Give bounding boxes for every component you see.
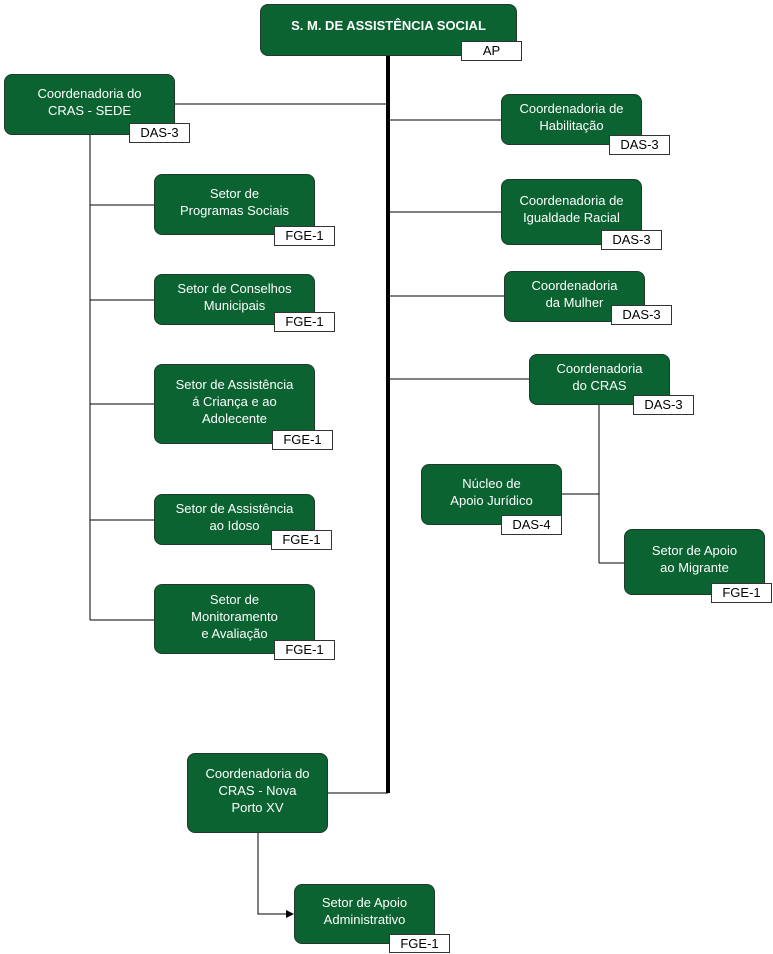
node-secretaria: S. M. DE ASSISTÊNCIA SOCIAL bbox=[260, 4, 517, 56]
node-conselhos-municipais-title: Setor de Conselhos Municipais bbox=[177, 280, 292, 313]
tag-apoio-migrante: FGE-1 bbox=[711, 583, 772, 603]
tag-assistencia-idoso: FGE-1 bbox=[271, 530, 332, 550]
node-apoio-administrativo-title: Setor de Apoio Administrativo bbox=[321, 895, 408, 927]
tag-crianca-adolecente: FGE-1 bbox=[272, 430, 333, 450]
node-crianca-adolecente-title: Setor de Assistência á Criança e ao Adol… bbox=[175, 376, 294, 426]
tag-cras-sede: DAS-3 bbox=[129, 123, 190, 143]
node-igualdade-racial-title: Coordenadoria de Igualdade Racial bbox=[519, 193, 624, 225]
node-programas-sociais-title: Setor de Programas Sociais bbox=[179, 185, 290, 218]
node-apoio-migrante: Setor de Apoio ao Migrante bbox=[624, 529, 765, 595]
tag-apoio-juridico: DAS-4 bbox=[501, 515, 562, 535]
node-cras-sede-title: Coordenadoria do CRAS - SEDE bbox=[37, 85, 142, 118]
node-programas-sociais: Setor de Programas Sociais bbox=[154, 174, 315, 235]
node-apoio-migrante-title: Setor de Apoio ao Migrante bbox=[651, 543, 738, 575]
node-igualdade-racial: Coordenadoria de Igualdade Racial bbox=[501, 179, 642, 245]
tag-conselhos-municipais: FGE-1 bbox=[274, 312, 335, 332]
node-apoio-juridico-title: Núcleo de Apoio Jurídico bbox=[450, 475, 533, 508]
tag-secretaria: AP bbox=[461, 41, 522, 61]
connector-administrativo bbox=[257, 833, 294, 918]
tag-igualdade-racial: DAS-3 bbox=[601, 230, 662, 250]
node-crianca-adolecente: Setor de Assistência á Criança e ao Adol… bbox=[154, 364, 315, 444]
tag-mulher: DAS-3 bbox=[611, 305, 672, 325]
node-habilitacao-title: Coordenadoria de Habilitação bbox=[519, 100, 624, 133]
node-habilitacao: Coordenadoria de Habilitação bbox=[501, 94, 642, 145]
node-secretaria-title: S. M. DE ASSISTÊNCIA SOCIAL bbox=[291, 17, 486, 33]
tag-habilitacao: DAS-3 bbox=[609, 135, 670, 155]
node-cras-nova-porto-title: Coordenadoria do CRAS - Nova Porto XV bbox=[205, 765, 310, 815]
node-apoio-juridico: Núcleo de Apoio Jurídico bbox=[421, 464, 562, 525]
tag-programas-sociais: FGE-1 bbox=[274, 226, 335, 246]
tag-monitoramento-avaliacao: FGE-1 bbox=[274, 640, 335, 660]
node-mulher: Coordenadoria da Mulher bbox=[504, 271, 645, 322]
tag-cras: DAS-3 bbox=[633, 395, 694, 415]
node-mulher-title: Coordenadoria da Mulher bbox=[531, 277, 618, 310]
node-assistencia-idoso-title: Setor de Assistência ao Idoso bbox=[175, 500, 294, 533]
node-cras-nova-porto: Coordenadoria do CRAS - Nova Porto XV bbox=[187, 753, 328, 833]
tag-apoio-administrativo: FGE-1 bbox=[389, 934, 450, 953]
node-cras-title: Coordenadoria do CRAS bbox=[556, 360, 643, 393]
node-monitoramento-avaliacao-title: Setor de Monitoramento e Avaliação bbox=[191, 591, 278, 641]
node-apoio-administrativo: Setor de Apoio Administrativo bbox=[294, 884, 435, 944]
